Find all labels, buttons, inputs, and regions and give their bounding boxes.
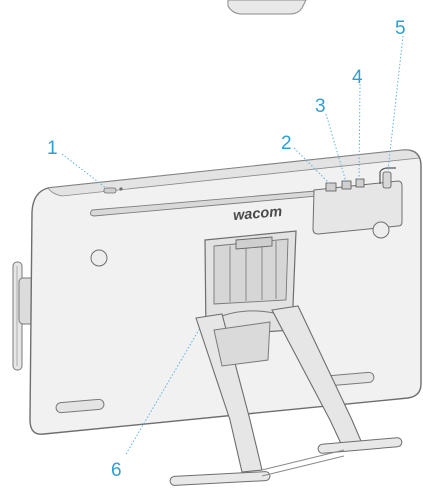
top-device-edge bbox=[227, 0, 307, 15]
callout-2: 2 bbox=[281, 133, 292, 154]
leader-line-1 bbox=[61, 153, 107, 189]
usb-port bbox=[325, 182, 337, 192]
foot-left bbox=[55, 398, 105, 414]
display-port bbox=[341, 180, 352, 190]
leader-line-3 bbox=[325, 113, 347, 183]
brand-logo: wacom bbox=[232, 204, 282, 224]
power-cable-hook bbox=[379, 167, 396, 184]
callout-1: 1 bbox=[47, 138, 58, 159]
vesa-hole-right bbox=[372, 221, 390, 239]
leader-line-5 bbox=[387, 35, 404, 171]
callout-4: 4 bbox=[352, 67, 363, 88]
vesa-hole-left bbox=[90, 249, 108, 267]
callout-6: 6 bbox=[111, 460, 122, 481]
callout-3: 3 bbox=[315, 96, 326, 117]
leader-line-2 bbox=[293, 147, 331, 185]
adjustable-stand bbox=[169, 305, 403, 486]
connector-panel bbox=[312, 167, 403, 235]
power-button bbox=[103, 187, 123, 194]
hdmi-port bbox=[355, 178, 365, 188]
callout-5: 5 bbox=[395, 18, 406, 39]
tablet-edge bbox=[47, 149, 420, 197]
power-port bbox=[382, 171, 392, 189]
